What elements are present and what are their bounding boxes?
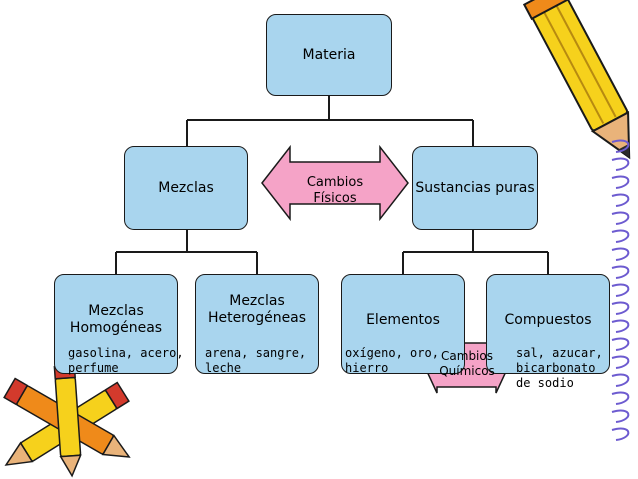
spiral-ring [611, 193, 630, 207]
examples-heterogeneas: arena, sangre, leche [205, 346, 307, 375]
node-mezclas-heterogeneas: Mezclas Heterogéneas [195, 274, 319, 374]
spiral-ring [611, 139, 630, 153]
node-heterogeneas-line1: Mezclas [229, 293, 285, 309]
node-mezclas-homogeneas: Mezclas Homogéneas [54, 274, 178, 374]
cambios-quimicos-line2: Químicos [439, 364, 495, 378]
node-elementos: Elementos [341, 274, 465, 374]
node-compuestos: Compuestos [486, 274, 610, 374]
spiral-ring [611, 247, 630, 261]
node-homogeneas-line2: Homogéneas [69, 320, 163, 336]
spiral-ring [611, 175, 630, 189]
spiral-ring [611, 391, 630, 405]
spiral-ring [611, 265, 630, 279]
spiral-ring [611, 373, 630, 387]
node-homogeneas-label: Mezclas Homogéneas [70, 303, 162, 337]
spiral-ring [611, 337, 630, 351]
node-sustancias-line1: Sustancias puras [415, 179, 535, 196]
node-materia: Materia [266, 14, 392, 96]
node-materia-line1: Materia [302, 46, 356, 63]
spiral-ring [611, 409, 630, 423]
examples-homogeneas: gasolina, acero, perfume [68, 346, 184, 375]
cambios-fisicos-label: Cambios Físicos [290, 175, 380, 207]
cambios-quimicos-line1: Cambios [441, 349, 493, 363]
node-compuestos-label: Compuestos [505, 312, 592, 329]
node-heterogeneas-label: Mezclas Heterogéneas [208, 293, 306, 327]
crossed-pencils-icon [3, 364, 131, 478]
cambios-fisicos-line1: Cambios [306, 175, 364, 190]
spiral-ring [611, 355, 630, 369]
pencil-icon [522, 0, 631, 160]
node-homogeneas-line1: Mezclas [88, 303, 144, 319]
node-elementos-line1: Elementos [366, 312, 440, 328]
spiral-ring [611, 211, 630, 225]
node-compuestos-line1: Compuestos [504, 312, 592, 328]
node-mezclas-label: Mezclas [158, 180, 214, 197]
spiral-ring [611, 229, 630, 243]
cambios-fisicos-arrow [261, 144, 409, 222]
node-materia-label: Materia [303, 47, 356, 64]
node-mezclas: Mezclas [124, 146, 248, 230]
spiral-ring [611, 157, 630, 171]
connector-lines [115, 96, 549, 274]
cambios-fisicos-line2: Físicos [313, 191, 357, 206]
node-elementos-label: Elementos [366, 312, 440, 329]
node-mezclas-line1: Mezclas [158, 179, 214, 196]
spiral-ring [611, 319, 630, 333]
examples-compuestos: sal, azucar, bicarbonato de sodio [516, 346, 603, 390]
node-heterogeneas-line2: Heterogéneas [207, 310, 307, 326]
examples-elementos: oxígeno, oro, hierro [345, 346, 439, 375]
node-sustancias-label: Sustancias puras [415, 180, 534, 197]
spiral-ring [611, 283, 630, 297]
spiral-ring [611, 427, 630, 441]
cambios-quimicos-label: Cambios Químicos [432, 349, 502, 379]
notebook-spiral-icon [611, 139, 630, 441]
node-sustancias-puras: Sustancias puras [412, 146, 538, 230]
spiral-ring [611, 301, 630, 315]
